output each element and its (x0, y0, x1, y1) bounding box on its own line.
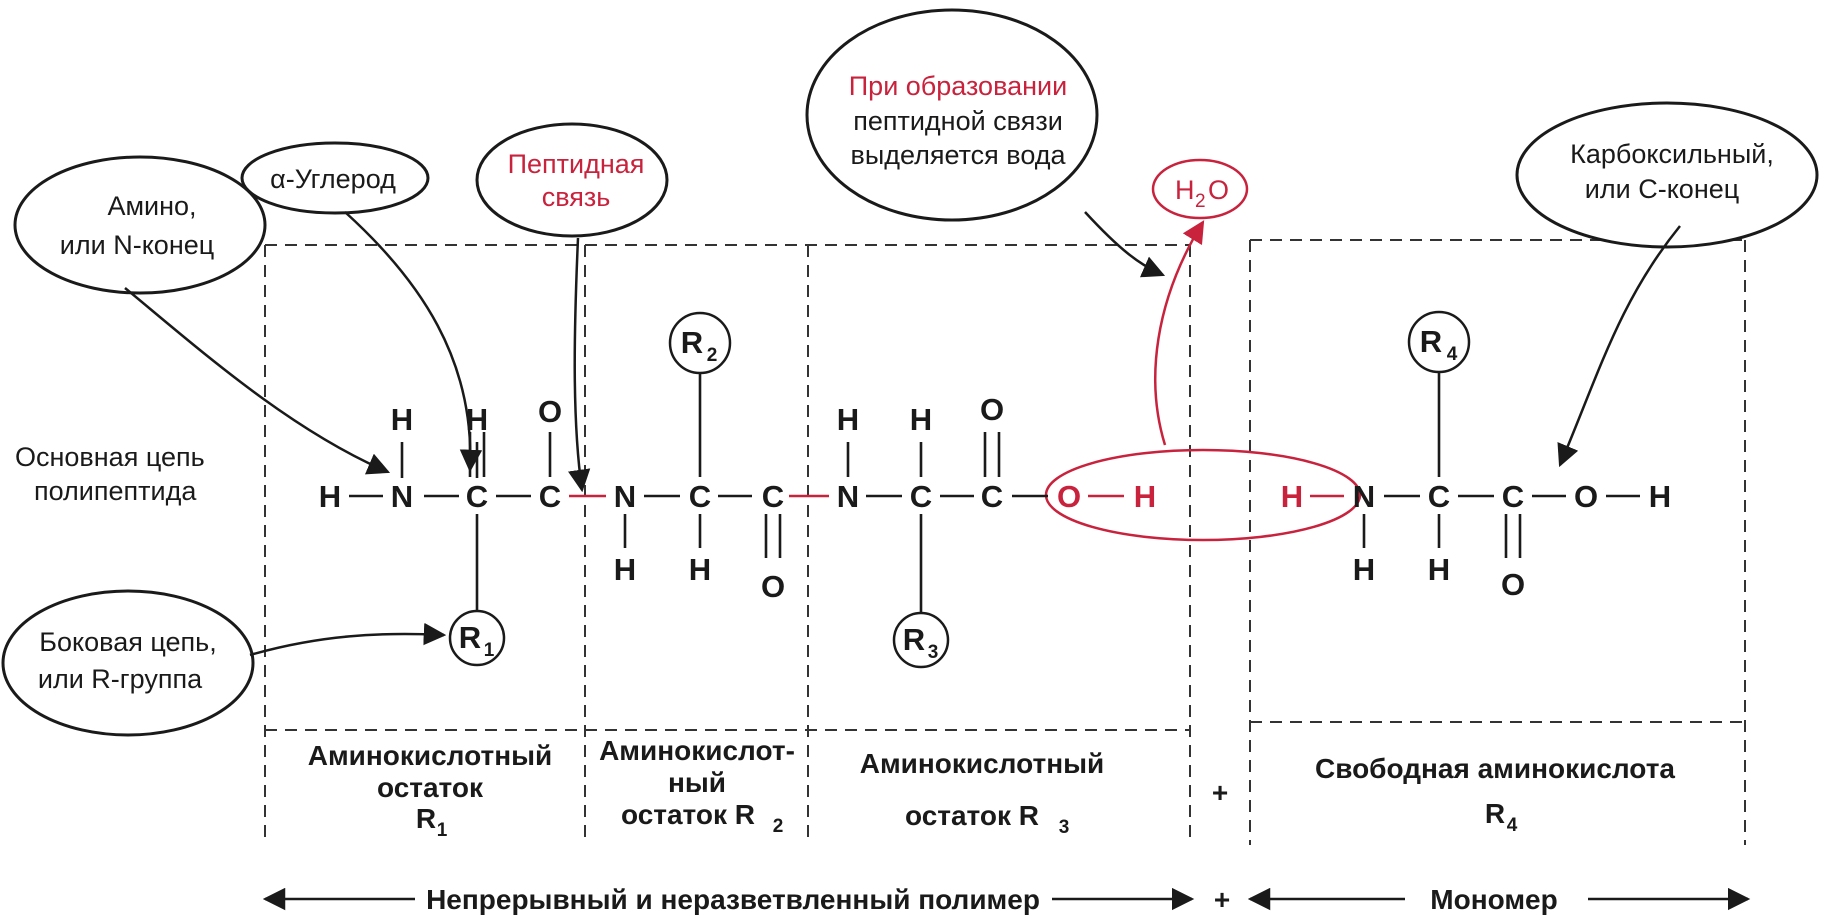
residue-1-line1: Аминокислотный (308, 740, 553, 771)
residue-4-line1: Свободная аминокислота (1315, 753, 1675, 784)
water-formula-o: O (1208, 175, 1229, 205)
atom-c3: C (981, 479, 1003, 514)
atom-c2: C (762, 479, 784, 514)
atom-n3: N (837, 479, 859, 514)
atom-h-on-n4: H (1353, 552, 1375, 587)
atom-h-free-n: H (1281, 479, 1303, 514)
carboxyl-label-line2: или C-конец (1585, 174, 1739, 204)
atom-oh-o: O (1057, 479, 1081, 514)
atom-o2: O (761, 569, 785, 604)
svg-text:4: 4 (1507, 815, 1518, 836)
residue-3-line1: Аминокислотный (860, 748, 1105, 779)
atom-ca3: C (910, 479, 932, 514)
atom-h-n-terminal: H (319, 479, 341, 514)
backbone-label-line2: полипептида (34, 476, 197, 506)
pointer-arrows (124, 211, 1681, 657)
arrow-alpha-carbon (344, 211, 483, 473)
atom-o1: O (538, 394, 562, 429)
atom-h-on-ca1: H (466, 402, 488, 437)
svg-text:2: 2 (773, 816, 784, 837)
backbone-label-line1: Основная цепь (15, 442, 205, 472)
atoms: H H N H C O C N H C H C O H N H C O C O … (319, 392, 1671, 604)
water-label-line2: пептидной связи (853, 106, 1063, 136)
water-formula-h: H (1175, 175, 1195, 205)
alpha-carbon-label: α-Углерод (270, 164, 396, 194)
water-label-line1: При образовании (849, 71, 1067, 101)
residue-boxes (264, 239, 1746, 845)
monomer-label: Мономер (1430, 884, 1557, 915)
arrow-water-callout (1084, 211, 1166, 278)
callout-water: При образовании пептидной связи выделяет… (805, 8, 1099, 222)
r-group-2: R 2 (668, 311, 732, 375)
residue-2-line2: ный (668, 767, 726, 798)
callout-alpha-carbon: α-Углерод (240, 141, 430, 215)
r-group-3: R 3 (892, 611, 950, 669)
residue-1-line2: остаток (377, 772, 484, 803)
atom-oh4-h: H (1649, 479, 1671, 514)
residue-plus: + (1212, 777, 1228, 808)
atom-h-on-ca2: H (689, 552, 711, 587)
atom-h-on-ca3: H (910, 402, 932, 437)
peptide-label-line1: Пептидная (508, 149, 645, 179)
arrow-water-release (1154, 220, 1205, 446)
callout-peptide-bond: Пептидная связь (475, 122, 669, 238)
side-chain-label-line2: или R-группа (38, 664, 203, 694)
atom-h-on-n3: H (837, 402, 859, 437)
carboxyl-label-line1: Карбоксильный, (1570, 139, 1774, 169)
arrow-side-chain (249, 622, 447, 657)
peptide-label-line2: связь (542, 182, 611, 212)
r-group-4: R 4 (1407, 310, 1471, 374)
svg-text:R: R (1420, 324, 1442, 359)
residue-3-line2: остаток R (905, 800, 1039, 831)
amino-label-line1: Амино, (107, 191, 196, 221)
atom-c4: C (1502, 479, 1524, 514)
atom-ca1: C (466, 479, 488, 514)
arrow-carboxyl (1557, 225, 1681, 468)
water-label-line3: выделяется вода (850, 140, 1066, 170)
atom-n4: N (1353, 479, 1375, 514)
atom-o4: O (1501, 567, 1525, 602)
svg-text:4: 4 (1447, 344, 1458, 365)
residue-2-line3: остаток R (621, 799, 755, 830)
atom-h-on-ca4: H (1428, 552, 1450, 587)
amino-label-line2: или N-конец (60, 230, 214, 260)
svg-text:1: 1 (437, 820, 448, 841)
bottom-span: Непрерывный и неразветвленный полимер + … (262, 884, 1751, 915)
svg-text:2: 2 (707, 345, 718, 366)
atom-oh-h: H (1134, 479, 1156, 514)
atom-oh4-o: O (1574, 479, 1598, 514)
arrow-peptide-bond (568, 237, 591, 493)
water-formula-sub: 2 (1195, 191, 1206, 212)
svg-text:R: R (681, 325, 703, 360)
bottom-plus: + (1214, 884, 1230, 915)
callout-water-formula: H 2 O (1151, 158, 1249, 220)
residue-1-sym: R (416, 803, 436, 834)
callout-side-chain: Боковая цепь, или R-группа (1, 589, 255, 737)
atom-n2: N (614, 479, 636, 514)
side-chain-label-line1: Боковая цепь, (39, 627, 216, 657)
residue-2-line1: Аминокислот- (599, 735, 795, 766)
atom-n1: N (391, 479, 413, 514)
atom-c1: C (539, 479, 561, 514)
svg-text:R: R (903, 622, 925, 657)
polymer-label: Непрерывный и неразветвленный полимер (426, 884, 1040, 915)
atom-ca4: C (1428, 479, 1450, 514)
svg-text:R: R (459, 620, 481, 655)
svg-text:3: 3 (1059, 817, 1070, 838)
residue-captions: Аминокислотный остаток R 1 Аминокислот- … (308, 735, 1676, 841)
svg-text:1: 1 (484, 640, 495, 661)
arrow-amino (124, 287, 391, 475)
callout-carboxyl: Карбоксильный, или C-конец (1515, 101, 1819, 249)
atom-ca2: C (689, 479, 711, 514)
atom-h-on-n2: H (614, 552, 636, 587)
r-group-1: R 1 (448, 609, 506, 667)
callout-amino: Амино, или N-конец (13, 155, 267, 295)
atom-o3: O (980, 392, 1004, 427)
residue-4-sym: R (1485, 798, 1505, 829)
svg-text:3: 3 (928, 642, 939, 663)
atom-h-on-n1: H (391, 402, 413, 437)
